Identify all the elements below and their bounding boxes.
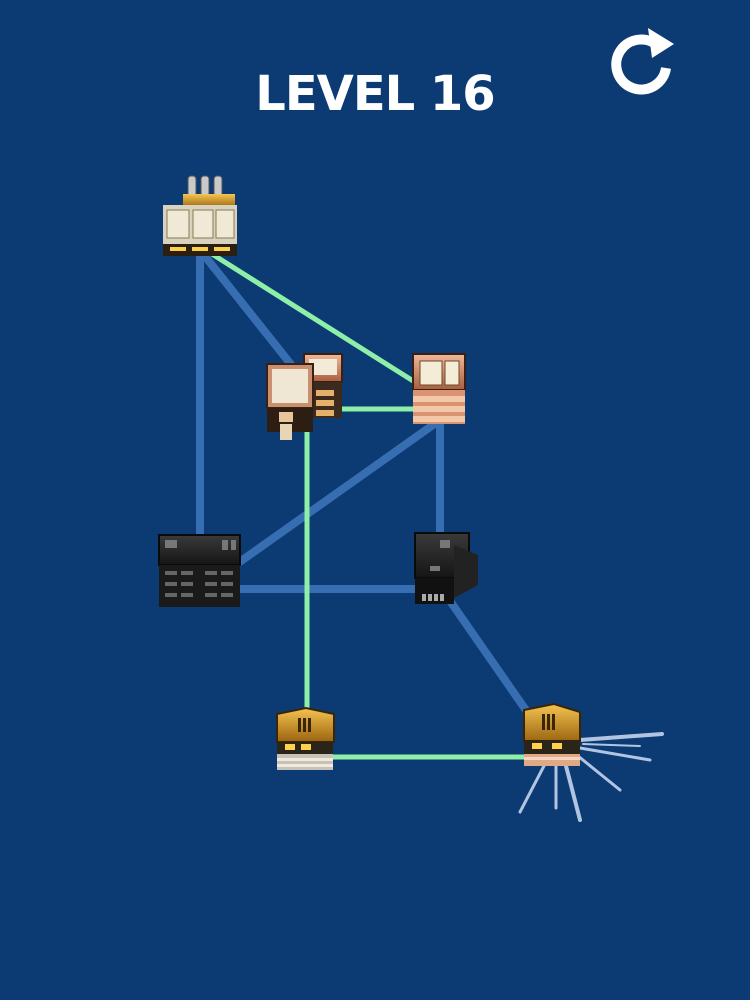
wire-building-cabin[interactable] — [444, 594, 534, 720]
cabin-b-building[interactable] — [518, 702, 664, 822]
office-building[interactable] — [158, 534, 241, 607]
restart-icon — [611, 28, 674, 95]
wire-plant-shop[interactable] — [196, 246, 301, 376]
wire-plant-house[interactable] — [209, 251, 421, 387]
shop-building[interactable] — [266, 353, 343, 440]
wires-off — [196, 246, 534, 720]
power-plant-building[interactable] — [163, 175, 237, 256]
dark-building[interactable] — [414, 532, 478, 604]
level-title: LEVEL 16 — [255, 66, 495, 122]
wire-house-office[interactable] — [230, 416, 444, 570]
spark-effect — [518, 732, 664, 822]
restart-button[interactable] — [602, 24, 682, 100]
house-building[interactable] — [412, 353, 466, 424]
wires-on — [209, 251, 531, 760]
cabin-a-building[interactable] — [276, 706, 335, 770]
